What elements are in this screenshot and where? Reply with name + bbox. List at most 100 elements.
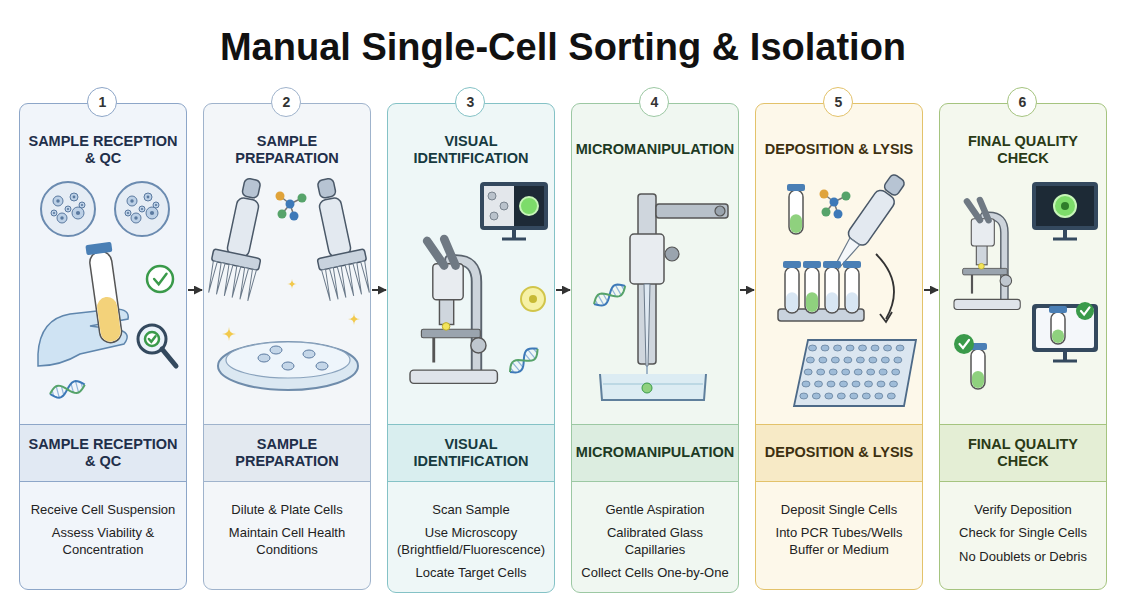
flow-arrow — [188, 289, 202, 291]
step-description: Collect Cells One-by-One — [576, 565, 734, 581]
illustration-part — [303, 350, 315, 358]
step-description: Gentle Aspiration — [576, 502, 734, 518]
illustration-part — [480, 182, 548, 230]
illustration-part — [854, 369, 862, 375]
illustration-part — [218, 342, 358, 390]
illustration-part — [222, 327, 236, 341]
illustration-part — [846, 345, 854, 351]
illustration-part — [804, 369, 812, 375]
illustration-part — [803, 261, 821, 268]
illustration-part — [954, 182, 1098, 389]
illustration-part — [954, 334, 974, 354]
illustration-part — [162, 349, 176, 366]
process-panel: DEPOSITION & LYSISDeposit Single CellsIn… — [755, 103, 923, 590]
illustration-part — [960, 340, 970, 348]
illustration-part — [226, 197, 260, 258]
step-heading: MICROMANIPULATION — [575, 141, 735, 158]
illustration-part — [316, 362, 328, 370]
heading-holder: SAMPLE PREPARATION — [204, 128, 370, 172]
process-panel: FINAL QUALITY CHECKVerify DepositionChec… — [939, 103, 1107, 590]
illustration-part — [820, 190, 829, 199]
step-heading: SAMPLE RECEPTION & QC — [23, 133, 183, 168]
heading-holder: VISUAL IDENTIFICATION — [388, 128, 554, 172]
illustration-part — [805, 267, 819, 313]
illustration-part — [815, 381, 823, 387]
illustration-part — [859, 345, 867, 351]
illustration-part — [1036, 186, 1094, 226]
illustration-part — [56, 386, 59, 397]
illustration-part — [290, 212, 299, 221]
illustration-part — [823, 261, 841, 268]
flow-arrow — [372, 289, 386, 291]
illustration-part — [282, 362, 294, 370]
illustration-part — [153, 202, 159, 208]
step-number-circle: 1 — [87, 87, 117, 117]
illustration-part — [145, 332, 159, 346]
illustration-part — [794, 340, 916, 406]
illustration-part — [484, 186, 544, 226]
illustration-part — [528, 349, 536, 358]
illustration-part — [348, 313, 360, 325]
illustration-part — [410, 182, 548, 383]
illustration-part — [115, 182, 169, 236]
illustration-part — [615, 285, 621, 295]
illustration-part — [875, 393, 883, 399]
illustration-part — [286, 200, 295, 209]
illustration-part — [656, 204, 728, 218]
illustration-part — [843, 261, 861, 268]
illustration-part — [76, 381, 79, 392]
illustration-part — [317, 178, 336, 199]
step-number-circle: 2 — [271, 87, 301, 117]
flow-arrow — [740, 289, 754, 291]
illustration-part — [822, 208, 831, 217]
step-description: Calibrated Glass Capillaries — [576, 525, 734, 558]
illustration-part — [846, 292, 858, 312]
illustration-part — [856, 357, 864, 363]
illustration-part — [867, 369, 875, 375]
illustration-part — [318, 197, 352, 258]
step-description: Use Microscopy (Brightfield/Fluorescence… — [392, 525, 550, 558]
illustration-part — [72, 207, 84, 219]
illustration-part — [880, 312, 892, 322]
illustration-part — [506, 344, 541, 376]
illustration-part — [149, 336, 156, 342]
illustration-part — [1063, 230, 1067, 238]
illustration-part — [410, 239, 497, 383]
illustration-part — [840, 381, 848, 387]
illustration-part — [1081, 307, 1090, 314]
heading-band: DEPOSITION & LYSIS — [756, 424, 922, 482]
illustration-part — [270, 346, 282, 354]
callout-number: 3 — [466, 94, 474, 110]
illustration-part — [630, 234, 664, 284]
illustration-part — [361, 261, 372, 293]
illustration-part — [130, 199, 134, 203]
illustration-part — [894, 357, 902, 363]
band-heading: MICROMANIPULATION — [576, 444, 734, 461]
illustration-part — [147, 266, 173, 292]
illustration-part — [1053, 360, 1077, 363]
step-description: Locate Target Cells — [392, 565, 550, 581]
illustration-part — [70, 193, 78, 201]
illustration-part — [806, 357, 814, 363]
illustration-part — [520, 197, 538, 215]
heading-holder: DEPOSITION & LYSIS — [756, 128, 922, 172]
illustration-part — [842, 192, 851, 201]
step-body: Scan SampleUse Microscopy (Brightfield/F… — [388, 502, 554, 588]
illustration-part — [88, 250, 123, 344]
illustration-part — [825, 393, 833, 399]
illustration-part — [484, 186, 514, 226]
step-heading: DEPOSITION & LYSIS — [759, 141, 919, 158]
illustration-part — [85, 242, 112, 256]
step-heading: SAMPLE PREPARATION — [207, 133, 367, 168]
heading-band: VISUAL IDENTIFICATION — [388, 424, 554, 482]
illustration-part — [715, 206, 725, 216]
process-panel: SAMPLE PREPARATIONDilute & Plate CellsMa… — [203, 103, 371, 590]
illustration-part — [980, 200, 989, 220]
illustration-part — [287, 279, 297, 289]
step-number-circle: 5 — [823, 87, 853, 117]
illustration-part — [301, 174, 373, 301]
illustration-part — [506, 344, 541, 376]
illustration-part — [877, 381, 885, 387]
illustration-part — [834, 345, 842, 351]
illustration-part — [806, 292, 818, 312]
